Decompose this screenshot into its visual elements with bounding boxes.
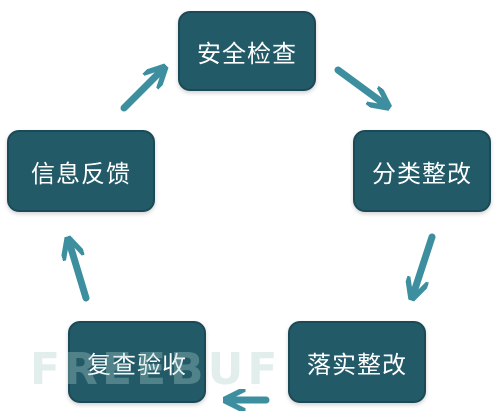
arrow-feedback-to-check bbox=[120, 72, 160, 112]
arrow-review-to-feedback bbox=[70, 245, 90, 302]
node-review-acceptance: 复查验收 bbox=[68, 321, 206, 403]
node-classified-rectification: 分类整改 bbox=[353, 130, 491, 212]
arrow-classify-to-implement bbox=[414, 233, 436, 292]
node-information-feedback: 信息反馈 bbox=[7, 130, 155, 212]
node-implement-rectification: 落实整改 bbox=[288, 321, 426, 403]
arrow-check-to-classify bbox=[334, 66, 383, 103]
node-safety-inspection: 安全检查 bbox=[178, 11, 316, 91]
